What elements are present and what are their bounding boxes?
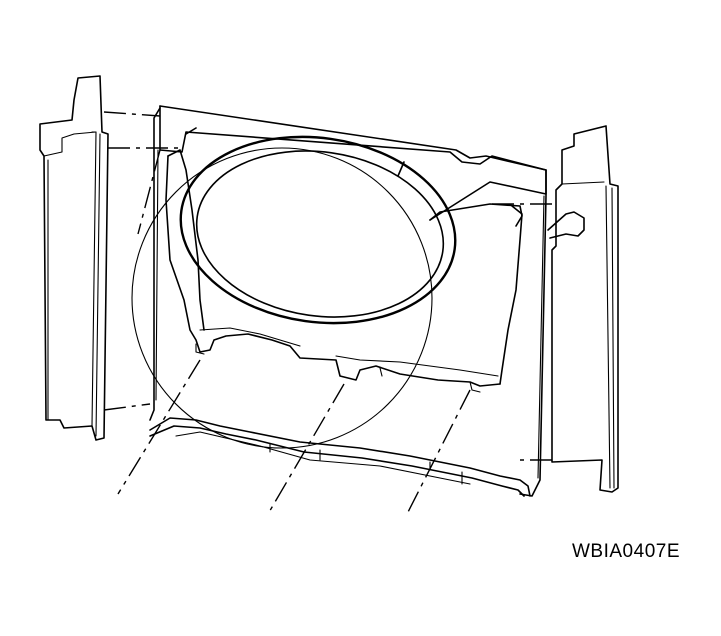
shroud-inner-frame [165,127,523,393]
fan-shroud [149,105,547,497]
assembly-guide-lines [103,111,552,517]
right-air-guide [547,125,619,493]
figure-code-label: WBIA0407E [572,541,680,562]
left-air-guide [39,75,109,441]
shroud-ring [131,135,457,449]
